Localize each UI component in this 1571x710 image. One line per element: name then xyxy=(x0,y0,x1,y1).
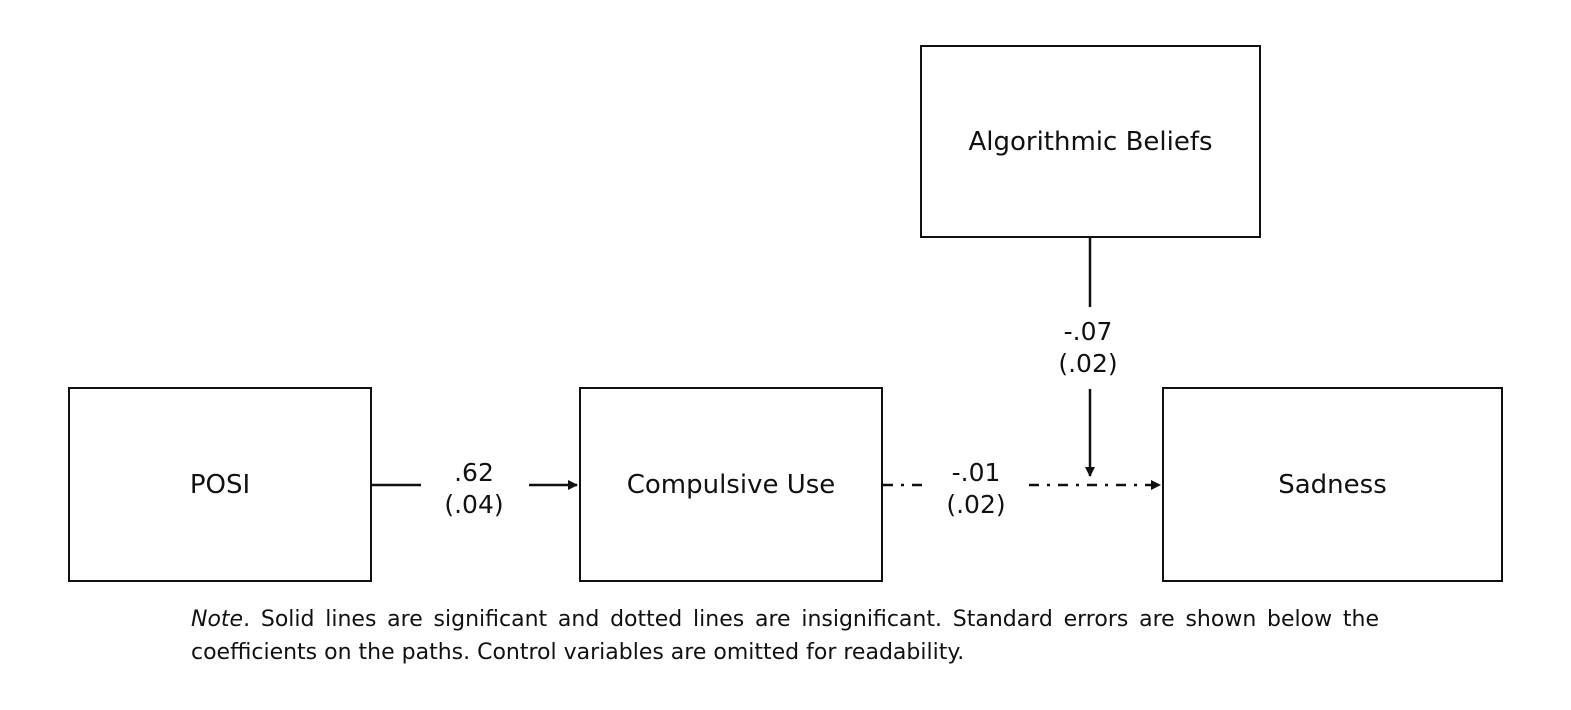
coefficient-compulsive-sadness: -.01 (.02) xyxy=(916,457,1036,521)
coefficient-value: .62 xyxy=(454,458,494,487)
standard-error-value: (.04) xyxy=(444,490,504,519)
coefficient-value: -.07 xyxy=(1063,317,1113,346)
node-algorithmic-beliefs-label: Algorithmic Beliefs xyxy=(968,126,1213,157)
note-label: Note xyxy=(191,607,244,632)
node-compulsive-use-label: Compulsive Use xyxy=(626,469,836,500)
coefficient-posi-compulsive: .62 (.04) xyxy=(414,457,534,521)
node-compulsive-use: Compulsive Use xyxy=(579,387,883,582)
standard-error-value: (.02) xyxy=(946,490,1006,519)
standard-error-value: (.02) xyxy=(1058,349,1118,378)
figure-note: Note. Solid lines are significant and do… xyxy=(191,603,1379,669)
coefficient-value: -.01 xyxy=(951,458,1001,487)
coefficient-beliefs-moderation: -.07 (.02) xyxy=(1028,316,1148,380)
note-text: . Solid lines are significant and dotted… xyxy=(191,607,1379,665)
node-sadness-label: Sadness xyxy=(1278,469,1387,500)
node-algorithmic-beliefs: Algorithmic Beliefs xyxy=(920,45,1261,238)
node-sadness: Sadness xyxy=(1162,387,1503,582)
node-posi: POSI xyxy=(68,387,372,582)
node-posi-label: POSI xyxy=(189,469,251,500)
